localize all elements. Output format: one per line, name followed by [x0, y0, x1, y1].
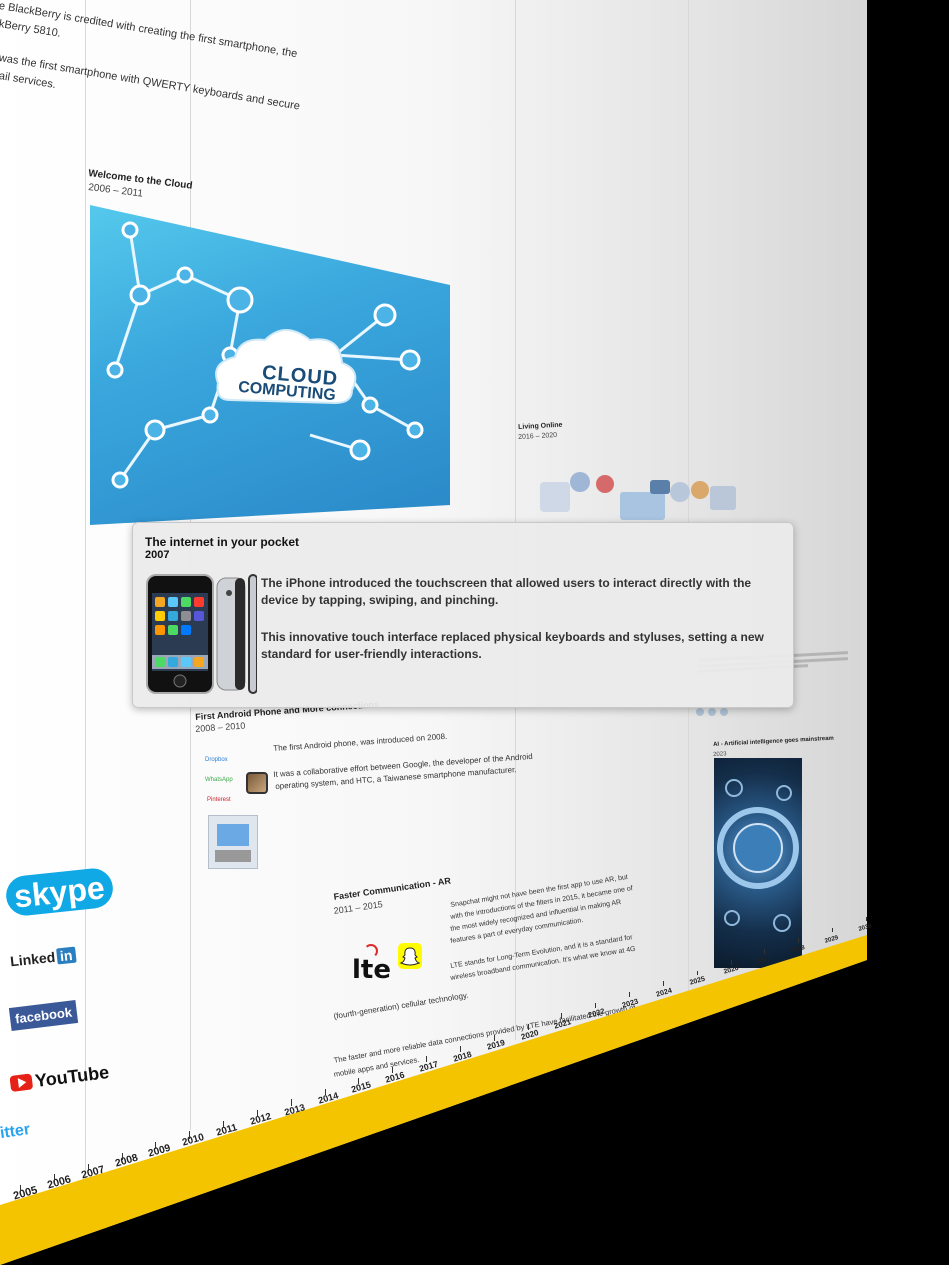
gridline: [515, 0, 516, 1040]
android-para-1: The first Android phone, was introduced …: [273, 731, 448, 753]
timeline-tick: [595, 1002, 597, 1009]
timeline-tick: [358, 1077, 360, 1085]
timeline-tick: [730, 959, 732, 965]
ar-section-title: Faster Communication - AR: [333, 875, 452, 902]
timeline-tick: [561, 1013, 563, 1019]
snapchat-icon: [398, 943, 422, 969]
living-online-image: [540, 462, 740, 522]
pinterest-logo: Pinterest: [207, 797, 231, 803]
timeline-tick: [53, 1174, 55, 1183]
living-section-title: Living Online: [518, 421, 563, 431]
living-section-range: 2016 – 2020: [518, 431, 558, 441]
gridline: [688, 0, 689, 1000]
ar-para-2c: (fourth-generation) cellular technology.: [333, 990, 470, 1021]
timeline-tick: [866, 917, 867, 921]
android-section-range: 2008 – 2010: [195, 720, 246, 734]
timeline-tick: [324, 1088, 326, 1096]
timeline-tick: [155, 1142, 157, 1150]
intro-line-2: kBerry 5810.: [0, 18, 62, 40]
timeline-tick: [256, 1109, 258, 1117]
timeline-tick: [832, 927, 834, 932]
event-popup[interactable]: The internet in your pocket 2007: [132, 522, 794, 708]
timeline-tick: [459, 1045, 461, 1052]
linkedin-in-badge: in: [56, 946, 77, 965]
timeline-tick: [798, 938, 800, 943]
dropbox-logo: Dropbox: [205, 757, 228, 763]
timeline-tick: [426, 1056, 428, 1063]
timeline-tick: [629, 992, 631, 998]
timeline-tick: [527, 1024, 529, 1030]
popup-paragraph-2: This innovative touch interface replaced…: [261, 630, 764, 661]
ar-section-range: 2011 – 2015: [333, 899, 384, 916]
timeline-tick: [189, 1131, 191, 1139]
popup-title: The internet in your pocket: [145, 535, 300, 549]
lte-signal-icon: [364, 944, 378, 958]
timeline-tick: [20, 1185, 21, 1193]
timeline-tick: [662, 981, 664, 987]
timeline-tick: [696, 970, 698, 976]
gridline: [85, 0, 86, 1200]
timeline-tick: [493, 1034, 495, 1041]
popup-year: 2007: [145, 549, 170, 561]
timeline-tick: [290, 1099, 292, 1106]
timeline-tick: [87, 1163, 89, 1172]
popup-paragraph-1: The iPhone introduced the touchscreen th…: [261, 576, 752, 607]
lte-logo: lte: [352, 955, 391, 985]
ai-section-range: 2023: [713, 751, 727, 758]
ai-image: [714, 758, 802, 968]
whatsapp-logo: WhatsApp: [205, 777, 233, 783]
intro-line-4: ail services.: [0, 70, 57, 92]
faded-icons: [695, 705, 735, 717]
youtube-play-icon: [9, 1073, 34, 1093]
instagram-icon: [246, 772, 268, 794]
android-phone-image: [208, 815, 258, 869]
cloud-computing-image: CLOUD COMPUTING: [90, 205, 450, 525]
timeline-tick: [121, 1152, 123, 1161]
iphone-image: [145, 573, 258, 695]
timeline-tick: [764, 949, 766, 954]
timeline-tick: [392, 1067, 394, 1074]
timeline-tick: [223, 1120, 225, 1128]
ai-section-title: AI - Artificial intelligence goes mainst…: [713, 735, 834, 748]
